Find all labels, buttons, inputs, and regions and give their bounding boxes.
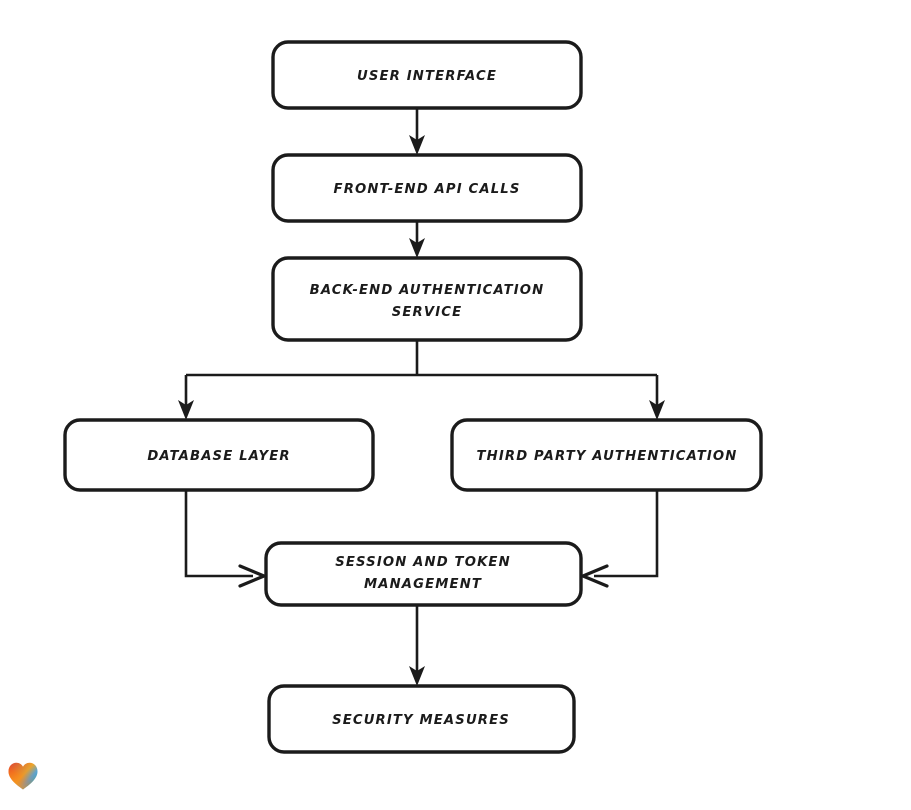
database-layer-box[interactable] [63, 418, 375, 492]
back-end-authentication-service-box[interactable] [271, 256, 583, 342]
third-party-authentication-label: THIRD PARTY AUTHENTICATION [477, 449, 738, 464]
heart-icon-svg [8, 762, 38, 790]
node-session-and-token-management[interactable]: SESSION AND TOKEN MANAGEMENT [264, 541, 583, 607]
front-end-api-calls-box[interactable] [271, 153, 583, 223]
node-third-party-authentication[interactable]: THIRD PARTY AUTHENTICATION [450, 418, 763, 492]
security-measures-label: SECURITY MEASURES [332, 713, 510, 728]
edge-database-to-session [184, 490, 266, 588]
user-interface-box[interactable] [271, 40, 583, 110]
front-end-api-calls-label: FRONT-END API CALLS [334, 182, 521, 197]
session-and-token-management-label-line2: MANAGEMENT [364, 577, 482, 592]
back-end-authentication-service-label-line1: BACK-END AUTHENTICATION [310, 283, 545, 298]
node-back-end-authentication-service[interactable]: BACK-END AUTHENTICATION SERVICE [271, 256, 583, 342]
edge-backend-to-database [178, 375, 194, 420]
third-party-authentication-box[interactable] [450, 418, 763, 492]
edge-api-to-backend [409, 221, 425, 258]
edge-backend-to-thirdparty [649, 375, 665, 420]
session-and-token-management-label-line1: SESSION AND TOKEN [335, 555, 511, 570]
edge-backend-split-bus [186, 340, 657, 377]
back-end-authentication-service-label-line2: SERVICE [392, 305, 463, 320]
edge-thirdparty-to-session [581, 490, 659, 588]
session-and-token-management-box[interactable] [264, 541, 583, 607]
database-layer-label: DATABASE LAYER [147, 449, 290, 464]
node-database-layer[interactable]: DATABASE LAYER [63, 418, 375, 492]
edge-session-to-security [409, 605, 425, 686]
edge-ui-to-api [409, 108, 425, 155]
heart-icon [7, 761, 39, 791]
node-security-measures[interactable]: SECURITY MEASURES [267, 684, 576, 754]
node-user-interface[interactable]: USER INTERFACE [271, 40, 583, 110]
node-front-end-api-calls[interactable]: FRONT-END API CALLS [271, 153, 583, 223]
user-interface-label: USER INTERFACE [357, 69, 497, 84]
security-measures-box[interactable] [267, 684, 576, 754]
